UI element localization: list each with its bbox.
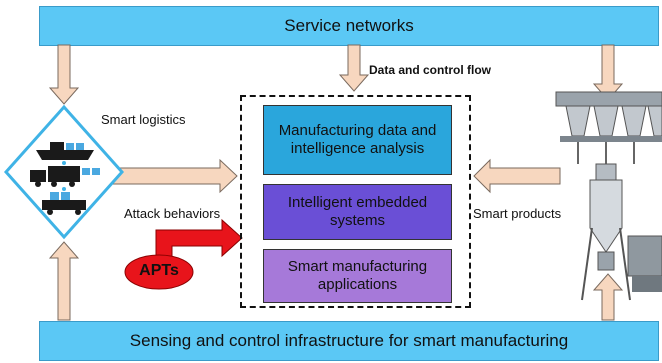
industrial-machine-icon xyxy=(555,91,662,301)
sensing-infrastructure-label: Sensing and control infrastructure for s… xyxy=(129,331,569,350)
manufacturing-apps-box: Smart manufacturing applications xyxy=(263,249,452,303)
arrow-up-left xyxy=(48,241,80,321)
manufacturing-apps-label: Smart manufacturing applications xyxy=(287,258,428,293)
core-dashed-frame xyxy=(240,95,471,308)
apts-ellipse xyxy=(124,254,194,290)
apts-label: APTs xyxy=(139,262,179,279)
sensing-infrastructure-bar: Sensing and control infrastructure for s… xyxy=(39,321,659,361)
embedded-systems-label: Intelligent embedded systems xyxy=(287,194,428,229)
attack-behaviors-label: Attack behaviors xyxy=(124,206,221,221)
smart-products-label: Smart products xyxy=(473,206,562,221)
arrow-right-logistics xyxy=(95,158,238,194)
manufacturing-analysis-box: Manufacturing data and intelligence anal… xyxy=(263,105,452,175)
smart-logistics-label: Smart logistics xyxy=(101,112,186,127)
arrow-down-left xyxy=(48,44,80,105)
service-networks-bar: Service networks xyxy=(39,6,659,46)
logistics-icon xyxy=(3,104,125,240)
service-networks-label: Service networks xyxy=(284,16,414,35)
data-control-flow-label: Data and control flow xyxy=(369,63,492,77)
arrow-up-right xyxy=(592,273,624,321)
manufacturing-analysis-label: Manufacturing data and intelligence anal… xyxy=(278,122,437,157)
embedded-systems-box: Intelligent embedded systems xyxy=(263,184,452,240)
arrow-down-center xyxy=(338,44,370,92)
arrow-left-products xyxy=(473,158,561,194)
attack-arrow xyxy=(155,218,243,263)
